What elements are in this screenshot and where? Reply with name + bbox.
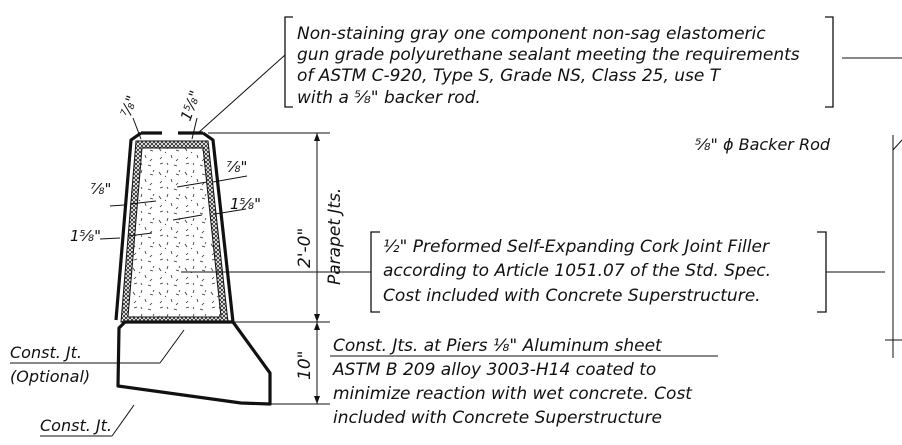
parapet-section (114, 131, 235, 323)
parapet-joints-label: Parapet Jts. (325, 188, 345, 285)
filler-note-line: ½" Preformed Self-Expanding Cork Joint F… (383, 237, 770, 257)
sealant-note: Non-staining gray one component non-sag … (297, 24, 800, 108)
left-lower-thickness: 1⅝" (70, 227, 101, 245)
filler-note-line: according to Article 1051.07 of the Std.… (383, 261, 771, 281)
const-jt-label: Const. Jt. (40, 416, 112, 435)
piers-note: Const. Jts. at Piers ⅛" Aluminum sheet A… (332, 336, 693, 428)
filler-note-line: Cost included with Concrete Superstructu… (383, 286, 761, 306)
sealant-note-line: gun grade polyurethane sealant meeting t… (297, 45, 800, 65)
top-left-thickness: ⅞" (117, 93, 141, 119)
sealant-note-bracket (284, 16, 834, 108)
piers-note-line: Const. Jts. at Piers ⅛" Aluminum sheet (333, 336, 663, 356)
filler-note: ½" Preformed Self-Expanding Cork Joint F… (383, 237, 771, 306)
const-jt-optional-sublabel: (Optional) (10, 367, 90, 386)
base-section (116, 320, 272, 406)
backer-rod-label: ⅝" ϕ Backer Rod (695, 135, 831, 154)
sealant-note-line: with a ⅝" backer rod. (297, 88, 481, 108)
top-right-thickness: 1⅝" (177, 88, 205, 123)
leader-lines (10, 54, 902, 437)
sealant-note-line: Non-staining gray one component non-sag … (297, 24, 766, 44)
piers-note-line: minimize reaction with wet concrete. Cos… (333, 384, 693, 404)
thickness-callouts (99, 117, 248, 240)
filler-note-bracket (370, 231, 827, 313)
parapet-height-dimension: 2'-0" (295, 228, 315, 268)
const-jt-optional-label: Const. Jt. (10, 343, 82, 362)
base-height-dimension: 10" (295, 351, 315, 380)
left-upper-thickness: ⅞" (90, 180, 111, 198)
vertical-dimensions (208, 132, 330, 405)
sealant-note-line: of ASTM C-920, Type S, Grade NS, Class 2… (297, 66, 722, 86)
piers-note-line: ASTM B 209 alloy 3003-H14 coated to (332, 360, 656, 380)
right-lower-thickness: 1⅝" (230, 195, 261, 213)
piers-note-line: included with Concrete Superstructure (333, 408, 662, 428)
right-upper-thickness: ⅞" (226, 158, 247, 176)
